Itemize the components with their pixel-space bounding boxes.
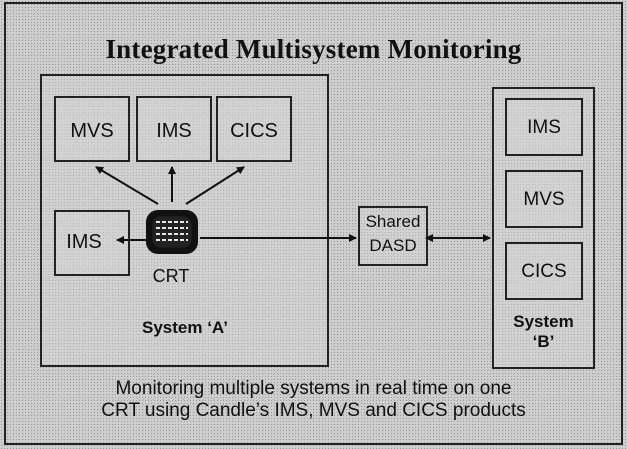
mvs-label-a: MVS (70, 120, 114, 142)
caption-line1: Monitoring multiple systems in real time… (115, 378, 512, 399)
cics-box-b (505, 242, 583, 300)
ims-left-box-a (54, 210, 130, 276)
shared-dasd-line1: Shared (365, 212, 421, 231)
cics-label-a: CICS (230, 120, 278, 142)
arrow-crt-to-mvs (95, 166, 159, 205)
crt-label: CRT (152, 266, 190, 286)
ims-left-label-a: IMS (66, 231, 102, 253)
system-b-label-line2: ‘B’ (532, 332, 555, 351)
diagram-title: Integrated Multisystem Monitoring (105, 34, 522, 64)
system-b-box (492, 87, 595, 369)
ims-label-b: IMS (527, 117, 561, 138)
ims-box-b (505, 98, 583, 156)
outer-frame (4, 2, 623, 445)
ims-top-box-a (136, 96, 212, 162)
shared-dasd-box (358, 206, 428, 266)
system-b-label-line1: System (513, 312, 574, 331)
mvs-box-a (54, 96, 130, 162)
shared-dasd-line2: DASD (369, 236, 417, 255)
ims-top-label-a: IMS (156, 120, 192, 142)
crt-terminal-icon (146, 210, 198, 254)
mvs-box-b (505, 170, 583, 228)
caption-line2: CRT using Candle’s IMS, MVS and CICS pro… (101, 400, 526, 421)
system-a-label: System ‘A’ (142, 318, 228, 337)
cics-label-b: CICS (521, 261, 567, 282)
mvs-label-b: MVS (523, 189, 565, 210)
arrow-crt-to-cics (185, 166, 245, 205)
cics-box-a (216, 96, 292, 162)
